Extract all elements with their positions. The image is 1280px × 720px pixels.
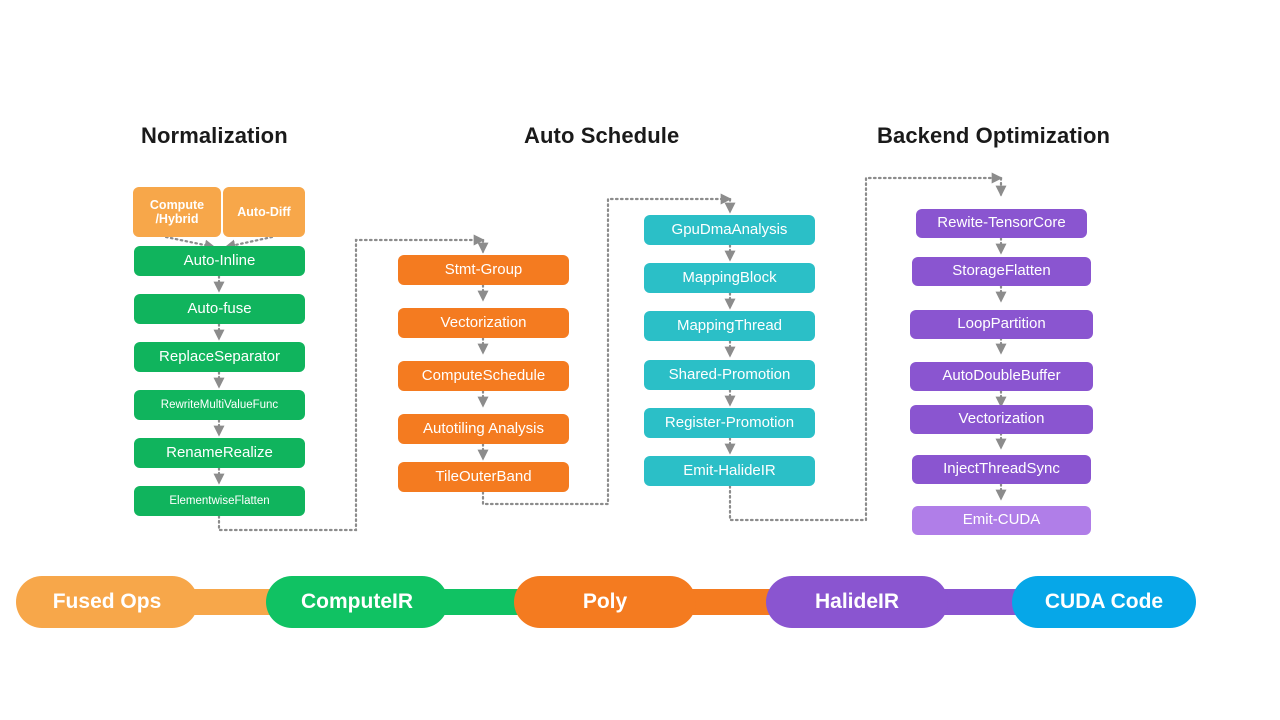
pipeline-stage-halide-ir[interactable]: HalideIR bbox=[766, 576, 948, 628]
pipeline-stage-compute-ir[interactable]: ComputeIR bbox=[266, 576, 448, 628]
node-replace-separator[interactable]: ReplaceSeparator bbox=[134, 342, 305, 372]
node-auto-double-buffer[interactable]: AutoDoubleBuffer bbox=[910, 362, 1093, 391]
node-emit-halide-ir[interactable]: Emit-HalideIR bbox=[644, 456, 815, 486]
ir-pipeline-bar: Fused Ops ComputeIR Poly HalideIR CUDA C… bbox=[0, 576, 1280, 630]
node-rename-realize[interactable]: RenameRealize bbox=[134, 438, 305, 468]
column-title-auto-schedule: Auto Schedule bbox=[524, 123, 680, 148]
node-mapping-block[interactable]: MappingBlock bbox=[644, 263, 815, 293]
node-storage-flatten[interactable]: StorageFlatten bbox=[912, 257, 1091, 286]
node-rewrite-multi-value-func[interactable]: RewriteMultiValueFunc bbox=[134, 390, 305, 420]
node-auto-fuse[interactable]: Auto-fuse bbox=[134, 294, 305, 324]
node-elementwise-flatten[interactable]: ElementwiseFlatten bbox=[134, 486, 305, 516]
column-title-normalization: Normalization bbox=[141, 123, 288, 148]
node-inject-thread-sync[interactable]: InjectThreadSync bbox=[912, 455, 1091, 484]
pipeline-stage-fused-ops[interactable]: Fused Ops bbox=[16, 576, 198, 628]
node-mapping-thread[interactable]: MappingThread bbox=[644, 311, 815, 341]
column-title-backend-optimization: Backend Optimization bbox=[877, 123, 1111, 148]
node-vectorization-backend[interactable]: Vectorization bbox=[910, 405, 1093, 434]
node-auto-inline[interactable]: Auto-Inline bbox=[134, 246, 305, 276]
node-rewite-tensor-core[interactable]: Rewite-TensorCore bbox=[916, 209, 1087, 238]
node-tile-outer-band[interactable]: TileOuterBand bbox=[398, 462, 569, 492]
node-autotiling-analysis[interactable]: Autotiling Analysis bbox=[398, 414, 569, 444]
node-stmt-group[interactable]: Stmt-Group bbox=[398, 255, 569, 285]
node-emit-cuda[interactable]: Emit-CUDA bbox=[912, 506, 1091, 535]
node-compute-hybrid[interactable]: Compute /Hybrid bbox=[133, 187, 221, 237]
node-compute-schedule[interactable]: ComputeSchedule bbox=[398, 361, 569, 391]
node-loop-partition[interactable]: LoopPartition bbox=[910, 310, 1093, 339]
pipeline-stage-poly[interactable]: Poly bbox=[514, 576, 696, 628]
node-register-promotion[interactable]: Register-Promotion bbox=[644, 408, 815, 438]
pipeline-stage-cuda-code[interactable]: CUDA Code bbox=[1012, 576, 1196, 628]
node-vectorization-poly[interactable]: Vectorization bbox=[398, 308, 569, 338]
node-gpu-dma-analysis[interactable]: GpuDmaAnalysis bbox=[644, 215, 815, 245]
node-shared-promotion[interactable]: Shared-Promotion bbox=[644, 360, 815, 390]
node-auto-diff[interactable]: Auto-Diff bbox=[223, 187, 305, 237]
